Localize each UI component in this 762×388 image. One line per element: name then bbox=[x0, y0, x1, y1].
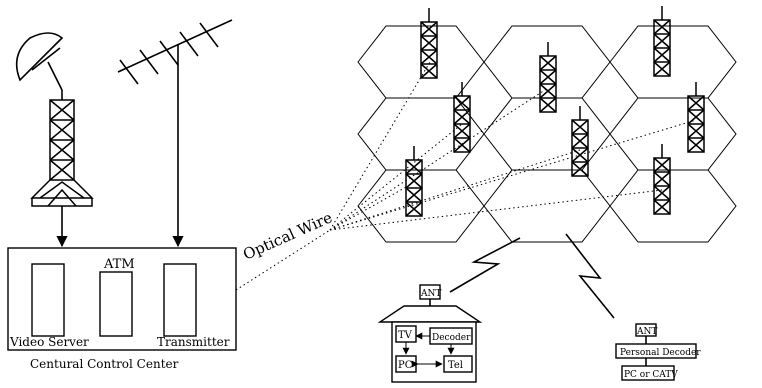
cell-tower-icon bbox=[420, 7, 438, 79]
uplink-tower-icon bbox=[30, 99, 94, 207]
cell-tower-icon bbox=[653, 5, 671, 77]
satellite-dish-icon bbox=[15, 32, 64, 100]
video-server-unit bbox=[31, 263, 65, 337]
cell-tower-icon bbox=[653, 143, 671, 215]
transmitter-antenna-icon bbox=[117, 19, 233, 248]
tel-label: Tel bbox=[448, 360, 463, 371]
decoder-label: Decoder bbox=[432, 333, 471, 343]
mobile-receiver: ANT Personal Decoder PC or CATV bbox=[615, 323, 701, 381]
transmitter-unit bbox=[163, 263, 197, 337]
atm-label: ATM bbox=[103, 257, 135, 272]
cell-tower-icon bbox=[405, 145, 423, 217]
fiber-links bbox=[329, 61, 697, 231]
control-center: ATM Video Server Transmitter bbox=[7, 247, 237, 351]
tel-box bbox=[443, 355, 473, 373]
personal-decoder-label: Personal Decoder bbox=[620, 348, 701, 358]
tv-label: TV bbox=[398, 330, 413, 341]
home-receiver: ANT TV Decoder PC Tel bbox=[377, 284, 483, 383]
home-ant-label: ANT bbox=[420, 289, 441, 299]
pc-catv-label: PC or CATV bbox=[624, 370, 678, 380]
personal-decoder-box bbox=[615, 343, 697, 359]
pc-catv-box bbox=[621, 365, 675, 381]
transmitter-label: Transmitter bbox=[157, 335, 230, 349]
mobile-ant-label: ANT bbox=[636, 327, 657, 337]
pc-label: PC bbox=[398, 360, 413, 371]
video-server-label: Video Server bbox=[9, 335, 89, 349]
atm-unit bbox=[99, 271, 133, 337]
control-center-caption: Centural Control Center bbox=[30, 357, 179, 371]
cell-grid bbox=[357, 25, 737, 243]
wireless-link-icon bbox=[449, 237, 521, 293]
cell-tower-icon bbox=[687, 81, 705, 153]
optical-wire-label: Optical Wire bbox=[240, 208, 335, 263]
optical-wire-line bbox=[235, 229, 331, 291]
cell-tower-icon bbox=[539, 41, 557, 113]
cell-tower-icon bbox=[453, 81, 471, 153]
wireless-link-icon bbox=[565, 233, 615, 319]
